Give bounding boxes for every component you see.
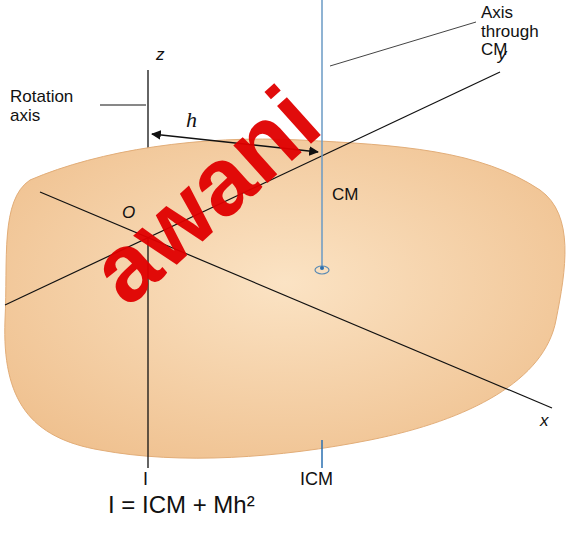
origin-label: O	[122, 204, 135, 223]
leader-line	[330, 22, 476, 66]
leader-line	[100, 105, 146, 106]
cm-point	[320, 266, 324, 270]
axis-label: x	[540, 412, 549, 431]
cm-axis	[321, 440, 323, 468]
cm-point	[315, 266, 329, 274]
axis-label: Rotation axis	[10, 88, 94, 125]
axis-label: y	[498, 46, 507, 65]
axis-label: Axis through CM	[481, 4, 565, 60]
moment-label: ICM	[300, 470, 333, 490]
formula: I = ICM + Mh²	[108, 492, 255, 518]
moment-label: I	[143, 470, 148, 490]
distance-label: h	[186, 108, 197, 132]
cm-label: CM	[332, 186, 358, 205]
axis-label: z	[156, 46, 165, 65]
